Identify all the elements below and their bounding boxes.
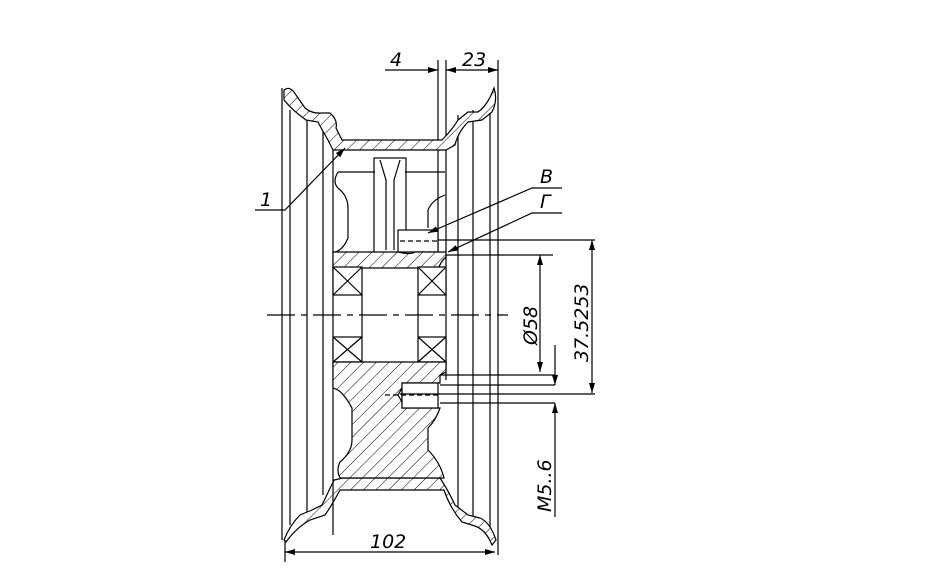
hub-lower-section: [332, 361, 447, 479]
bearing-bottom-right: [417, 336, 447, 363]
rim-top-section: [283, 86, 497, 151]
callout-1-label: 1: [260, 189, 272, 211]
callout-v-label: В: [540, 166, 553, 188]
bearing-bottom-left: [332, 336, 363, 363]
dim-102-label: 102: [370, 531, 406, 553]
dim-4-label: 4: [390, 49, 402, 71]
bearing-top-right: [417, 266, 447, 296]
rim-bottom-section: [283, 477, 497, 547]
dim-23-label: 23: [462, 49, 486, 71]
callout-g-label: Г: [540, 191, 552, 213]
bearing-top-left: [332, 266, 363, 296]
dim-37-5253-label: 37.5253: [571, 283, 593, 362]
spoke-inner: [379, 159, 401, 250]
dim-thread-m5-label: M5..6: [534, 459, 556, 512]
dim-diameter-58-label: Ø58: [520, 306, 542, 346]
